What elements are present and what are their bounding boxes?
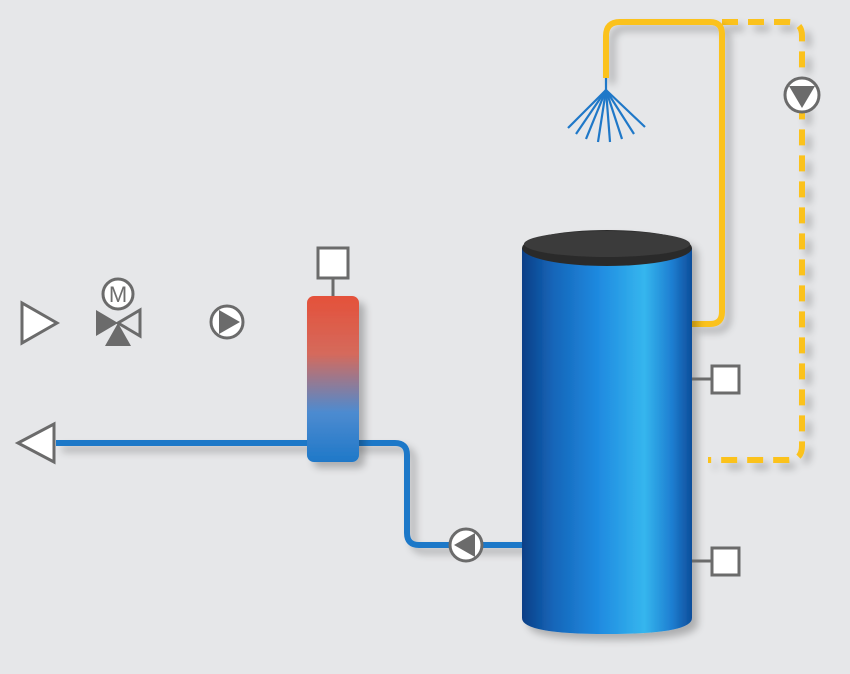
return-pipe [56,440,528,548]
triangle-left-icon [14,421,56,465]
motor-label: M [109,282,127,307]
motor-icon: M [101,277,135,311]
three-way-valve-icon [96,306,142,346]
storage-tank [522,230,692,634]
shower-head-icon [567,78,646,143]
triangle-right-icon [20,300,61,346]
plate-heat-exchanger-icon [307,246,359,462]
sensor-square-icon [692,546,741,577]
pump-icon [209,304,245,340]
dhw-supply-pipe [603,19,725,327]
pump-icon [448,527,484,563]
dhw-circulation-pipe [708,19,805,463]
sensor-square-icon [692,364,741,395]
circulation-pump-icon [783,76,821,114]
